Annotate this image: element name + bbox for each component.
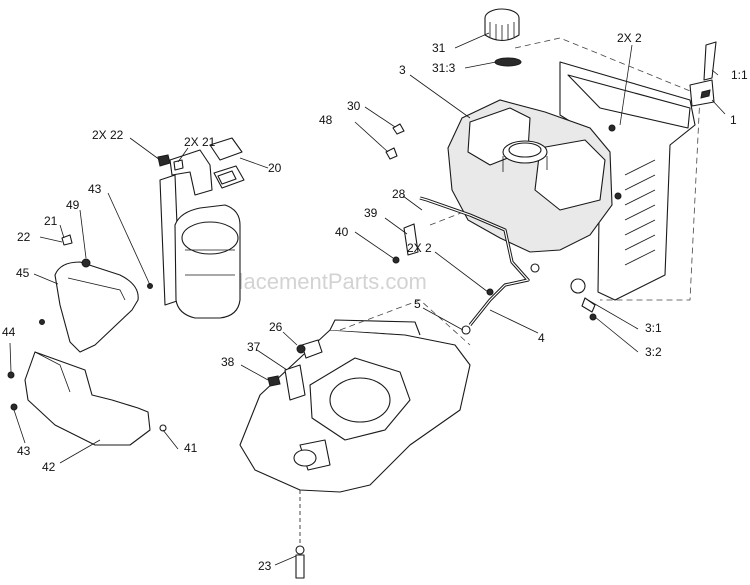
callout-26: 26 [269, 320, 283, 334]
screw [10, 403, 18, 411]
fuel-fitting [570, 278, 586, 294]
control-lever [703, 41, 717, 81]
callout-2x2-mid: 2X 2 [407, 241, 432, 255]
bolt [295, 554, 305, 579]
clip [159, 424, 167, 432]
callout-3: 3 [399, 63, 406, 77]
filler-neck-inner [508, 142, 542, 158]
tank-right-lobe [534, 139, 606, 211]
assembly-guide-line [339, 299, 471, 346]
callout-4: 4 [538, 331, 545, 345]
bolt [61, 234, 73, 246]
screw [147, 283, 153, 289]
callout-2x22: 2X 22 [92, 128, 124, 142]
muffler-seams [185, 249, 235, 276]
callout-45: 45 [16, 266, 30, 280]
callout-22: 22 [17, 230, 31, 244]
callout-3-2: 3:2 [645, 345, 662, 359]
hose-clamp [461, 325, 471, 335]
exhaust-gasket [209, 137, 243, 161]
muffler-assembly [7, 137, 245, 446]
washer [81, 258, 91, 268]
screw [7, 371, 15, 379]
callout-2x21: 2X 21 [184, 135, 216, 149]
cap-gasket [494, 57, 522, 67]
callout-49: 49 [66, 198, 80, 212]
frame-opening [329, 377, 391, 423]
frame-hole [293, 449, 317, 467]
bolt [267, 375, 281, 387]
frame-assembly [239, 299, 471, 579]
fuel-line-assembly [392, 196, 540, 335]
shutoff-valve [581, 297, 596, 313]
callout-21: 21 [44, 214, 58, 228]
filler-neck-wall [502, 156, 548, 172]
clamp-screw [486, 288, 494, 296]
callout-41: 41 [184, 441, 198, 455]
screw [608, 124, 616, 132]
callout-43-top: 43 [88, 182, 102, 196]
valve-knob [589, 313, 597, 321]
callout-1: 1 [730, 113, 737, 127]
engine-bracket [284, 364, 306, 401]
callout-2x2-top: 2X 2 [617, 31, 642, 45]
assembly-guide-line [514, 37, 701, 301]
nut [296, 344, 306, 354]
bracket-tab [301, 339, 323, 359]
grommet [385, 147, 398, 160]
callout-31: 31 [432, 41, 446, 55]
lever-pivot [700, 89, 711, 99]
callout-48: 48 [319, 113, 333, 127]
frame-rear-flange [329, 319, 421, 336]
guard-edge [67, 277, 126, 301]
callout-39: 39 [364, 206, 378, 220]
inline-filter [530, 263, 540, 273]
screw [39, 319, 45, 325]
exhaust-pipe [169, 149, 213, 196]
screw [614, 192, 622, 200]
muffler-end [181, 221, 239, 255]
callout-20: 20 [268, 161, 282, 175]
muffler-guard [54, 261, 139, 353]
hose-bracket [403, 223, 419, 256]
callout-3-1: 3:1 [645, 321, 662, 335]
callout-23: 23 [258, 559, 272, 573]
bracket-screw [392, 256, 400, 264]
heat-shield [24, 351, 151, 446]
callout-31-3: 31:3 [432, 61, 456, 75]
callout-43-bottom: 43 [17, 444, 31, 458]
callout-30: 30 [347, 99, 361, 113]
callout-5: 5 [414, 297, 421, 311]
bolt [157, 154, 171, 167]
washer [295, 545, 305, 555]
vent-valve [392, 123, 405, 135]
callout-1-1: 1:1 [731, 68, 748, 82]
fuel-tank-assembly [385, 8, 717, 321]
fuel-cap-grip [489, 22, 515, 41]
callout-labels: 31 31:3 2X 2 3 1:1 1 30 48 2X 22 2X 21 2… [2, 31, 748, 573]
callout-38: 38 [221, 355, 235, 369]
callout-42: 42 [42, 460, 56, 474]
callout-37: 37 [247, 340, 261, 354]
callout-44: 44 [2, 325, 16, 339]
callout-40: 40 [335, 225, 349, 239]
shield-fold [34, 351, 71, 393]
shroud-top-flange [567, 74, 691, 129]
callout-28: 28 [392, 187, 406, 201]
shroud-ribs [624, 159, 656, 266]
leader-lines [9, 32, 726, 566]
